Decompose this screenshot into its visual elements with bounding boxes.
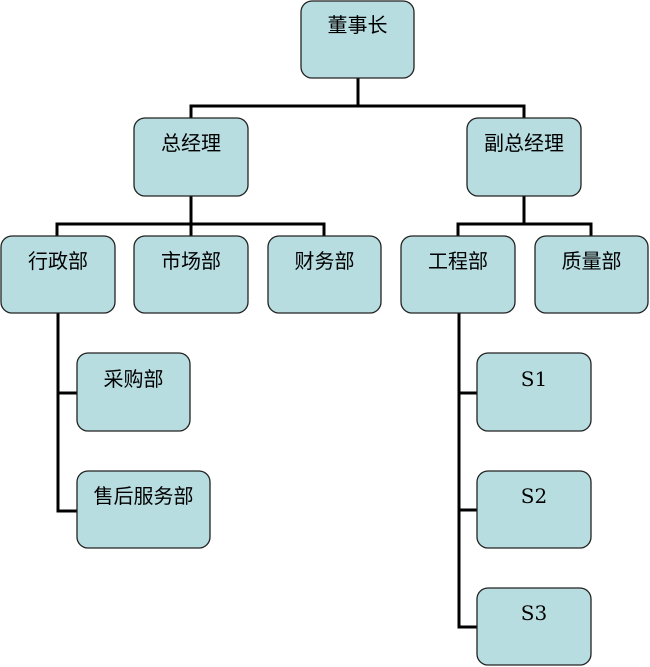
connector-gm-finance (191, 222, 326, 236)
connector-chairman-deputy (358, 104, 526, 118)
node-finance: 财务部 (267, 235, 382, 314)
connector-admin-trunk (56, 313, 77, 513)
node-engineering-label: 工程部 (428, 249, 488, 273)
node-s1-label: S1 (521, 367, 547, 391)
node-chairman: 董事长 (300, 0, 415, 79)
node-s2-label: S2 (521, 484, 547, 508)
node-purchasing: 采购部 (76, 352, 191, 432)
node-gm-label: 总经理 (161, 131, 221, 155)
node-after-sales-label: 售后服务部 (94, 484, 194, 508)
node-quality-label: 质量部 (562, 249, 622, 273)
node-quality: 质量部 (534, 235, 649, 314)
node-after-sales: 售后服务部 (76, 470, 211, 549)
node-market-label: 市场部 (161, 249, 221, 273)
connector-deputy-quality (524, 222, 593, 236)
node-admin: 行政部 (0, 235, 116, 314)
node-deputy-gm: 副总经理 (466, 117, 582, 197)
node-s3-label: S3 (521, 601, 547, 625)
connectors (55, 78, 593, 629)
connector-deputy-engineering (456, 196, 526, 236)
node-admin-label: 行政部 (28, 249, 88, 273)
node-s2: S2 (476, 470, 592, 549)
connector-engineering-trunk (457, 313, 477, 629)
node-engineering: 工程部 (400, 235, 516, 314)
node-s3: S3 (476, 587, 592, 666)
node-market: 市场部 (133, 235, 249, 314)
connector-chairman-gm (189, 78, 360, 118)
connector-gm-admin (55, 196, 193, 236)
node-deputy-gm-label: 副总经理 (484, 131, 564, 155)
node-purchasing-label: 采购部 (104, 367, 164, 391)
node-gm: 总经理 (133, 117, 249, 197)
node-s1: S1 (476, 352, 592, 432)
node-chairman-label: 董事长 (328, 13, 388, 37)
node-finance-label: 财务部 (295, 249, 355, 273)
